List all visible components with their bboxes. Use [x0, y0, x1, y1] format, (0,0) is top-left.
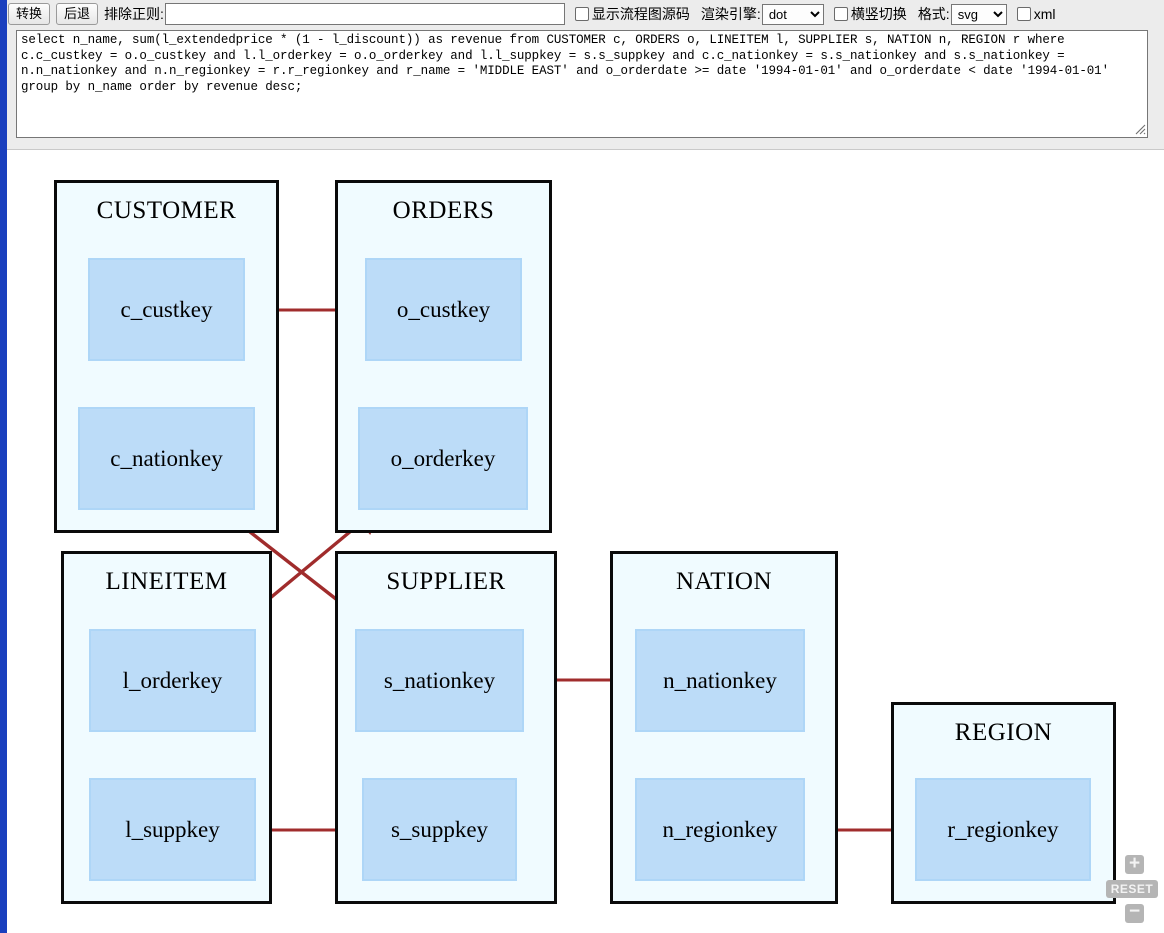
table-title: CUSTOMER — [96, 197, 237, 224]
show-source-checkbox-group[interactable]: 显示流程图源码 — [574, 4, 697, 24]
field-label: o_orderkey — [390, 445, 496, 471]
sql-query-textarea[interactable] — [16, 30, 1148, 138]
table-title: SUPPLIER — [386, 568, 506, 595]
field-box-c_custkey[interactable]: c_custkey — [88, 258, 245, 361]
field-box-l_suppkey[interactable]: l_suppkey — [89, 778, 256, 881]
show-source-label[interactable]: 显示流程图源码 — [591, 6, 690, 22]
orientation-checkbox[interactable] — [833, 7, 848, 21]
top-control-panel: 转换 后退 排除正则: 显示流程图源码 渲染引擎: dot 横竖切换 格式: s… — [0, 0, 1164, 150]
field-box-s_nationkey[interactable]: s_nationkey — [355, 629, 524, 732]
field-box-n_regionkey[interactable]: n_regionkey — [635, 778, 805, 881]
field-label: n_nationkey — [663, 667, 777, 693]
field-box-c_nationkey[interactable]: c_nationkey — [78, 407, 255, 510]
field-box-o_orderkey[interactable]: o_orderkey — [358, 407, 528, 510]
orientation-checkbox-group[interactable]: 横竖切换 — [833, 4, 914, 24]
field-label: s_nationkey — [383, 667, 496, 693]
zoom-in-button[interactable]: + — [1125, 854, 1144, 874]
engine-label: 渲染引擎: — [700, 6, 761, 22]
field-label: l_suppkey — [125, 816, 220, 842]
field-label: c_custkey — [120, 296, 213, 322]
field-box-n_nationkey[interactable]: n_nationkey — [635, 629, 805, 732]
orientation-label[interactable]: 横竖切换 — [850, 6, 907, 22]
zoom-out-button[interactable]: − — [1125, 902, 1144, 923]
field-box-o_custkey[interactable]: o_custkey — [365, 258, 522, 361]
table-title: LINEITEM — [105, 568, 228, 595]
xml-checkbox-group[interactable]: xml — [1016, 6, 1063, 22]
page-left-accent-stripe — [0, 0, 7, 933]
zoom-controls[interactable]: + RESET − — [1104, 854, 1158, 929]
field-label: r_regionkey — [947, 816, 1059, 842]
field-label: n_regionkey — [662, 816, 778, 842]
field-box-s_suppkey[interactable]: s_suppkey — [362, 778, 517, 881]
field-box-r_regionkey[interactable]: r_regionkey — [915, 778, 1091, 881]
xml-checkbox[interactable] — [1016, 7, 1031, 21]
field-label: c_nationkey — [110, 445, 223, 471]
field-label: l_orderkey — [122, 667, 223, 693]
exclude-regex-label: 排除正则: — [104, 6, 164, 22]
show-source-checkbox[interactable] — [574, 7, 589, 21]
textarea-resize-grip[interactable] — [1133, 122, 1146, 135]
back-button[interactable]: 后退 — [56, 3, 99, 25]
convert-button[interactable]: 转换 — [8, 3, 51, 25]
exclude-regex-input[interactable] — [164, 3, 565, 25]
format-label: 格式: — [917, 6, 950, 22]
output-format-select[interactable]: svg — [950, 3, 1007, 25]
field-label: o_custkey — [396, 296, 491, 322]
table-title: NATION — [675, 568, 773, 595]
diagram-canvas[interactable]: CUSTOMER c_custkey c_nationkey ORDERS o_… — [7, 151, 1164, 933]
render-engine-select[interactable]: dot — [761, 3, 824, 25]
xml-label[interactable]: xml — [1033, 6, 1056, 22]
field-label: s_suppkey — [390, 816, 489, 842]
toolbar: 转换 后退 排除正则: 显示流程图源码 渲染引擎: dot 横竖切换 格式: s… — [8, 2, 1066, 26]
table-title: ORDERS — [392, 197, 495, 224]
field-box-l_orderkey[interactable]: l_orderkey — [89, 629, 256, 732]
table-title: REGION — [954, 719, 1053, 746]
zoom-reset-button[interactable]: RESET — [1106, 880, 1158, 898]
